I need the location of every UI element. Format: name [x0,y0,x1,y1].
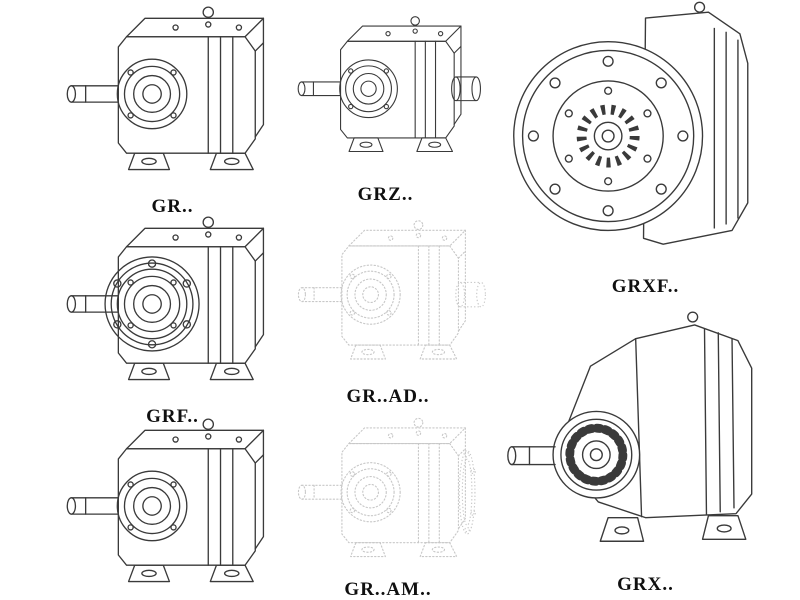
gearbox-illustration-grz [288,2,483,184]
gearbox-drawing-gr-f [55,414,290,600]
gearbox-drawing-grf [55,212,290,406]
gearbox-drawing-grxf [498,0,793,276]
gearbox-illustration-gr [55,2,290,196]
product-cell-grz: GRZ.. [288,2,483,208]
model-label-grz: GRZ.. [357,184,414,205]
model-label-gr: GR.. [151,196,194,218]
gearbox-illustration-grf [55,212,290,406]
model-label-gr-ad: GR..AD.. [346,386,430,407]
gearbox-drawing-gr-am [288,414,488,579]
product-cell-grxf: GRXF.. [498,0,793,300]
model-label-grf: GRF.. [146,406,199,428]
gearbox-drawing-grx [498,302,793,574]
model-label-grxf: GRXF.. [611,276,680,297]
gearbox-illustration-grx [498,302,793,574]
product-cell-gr-f: GR..F [55,414,290,598]
gearbox-illustration-gr-am [288,414,488,579]
gearbox-illustration-gr-f [55,414,290,600]
product-cell-grf: GRF.. [55,212,290,427]
gearbox-drawing-gr [55,2,290,196]
product-cell-gr: GR.. [55,2,290,217]
gearbox-drawing-grz [288,2,483,184]
gearbox-illustration-grxf [498,0,793,276]
gearbox-illustration-gr-ad [288,212,488,386]
model-label-grx: GRX.. [617,574,674,595]
product-cell-gr-ad: GR..AD.. [288,212,488,410]
product-cell-gr-am: GR..AM.. [288,414,488,600]
model-label-gr-am: GR..AM.. [344,579,432,600]
gearbox-drawing-gr-ad [288,212,488,386]
product-cell-grx: GRX.. [498,302,793,598]
